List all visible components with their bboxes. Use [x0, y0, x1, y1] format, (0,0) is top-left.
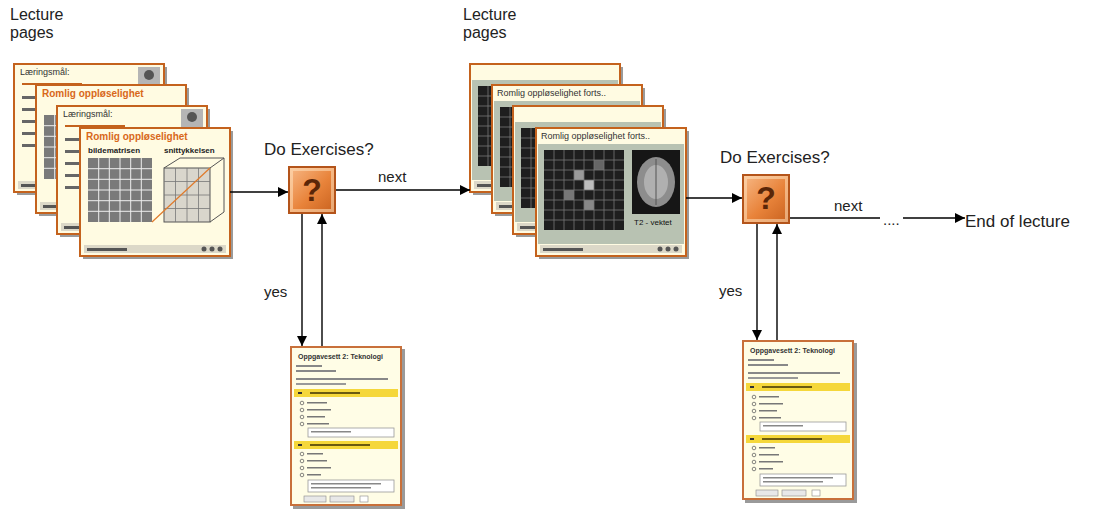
page-text: Romlig oppløselighet: [86, 131, 188, 142]
end-node: End of lecture: [965, 210, 1076, 234]
end-label: End of lecture: [965, 210, 1076, 234]
exercise-page: [742, 340, 857, 503]
page-title: Oppgavesett 2: Teknologi: [750, 347, 835, 354]
page-text: Romlig oppløselighet forts..: [497, 88, 606, 98]
page-text: Læringsmål:: [63, 109, 113, 119]
edge-label: next: [376, 168, 408, 185]
edge-label: yes: [717, 282, 744, 299]
page-text: Romlig oppløselighet forts..: [541, 131, 650, 141]
node-heading: Do Exercises?: [264, 140, 374, 160]
edge-label: next: [832, 197, 864, 214]
flow-arrow: [790, 217, 965, 218]
node-heading: Do Exercises?: [720, 148, 830, 168]
question-mark: ?: [290, 168, 334, 212]
flow-arrow: [776, 224, 777, 340]
decision-box: Do Exercises??: [288, 166, 336, 214]
node-heading: Lecture pages: [463, 6, 537, 43]
question-mark: ?: [744, 176, 788, 220]
exercise-page: [290, 346, 405, 509]
exercise-page: Oppgavesett 2: Teknologi: [290, 346, 402, 506]
decision-box: Do Exercises??: [742, 174, 790, 224]
lecture-stack: [14, 64, 233, 259]
flow-arrow: [686, 197, 742, 198]
flow-arrow: [321, 214, 322, 346]
page-text: snittykkelsen: [164, 146, 215, 155]
flow-arrow: [336, 189, 470, 190]
page-text: T2 - vektet: [634, 218, 672, 227]
node-heading: Lecture pages: [10, 6, 84, 43]
exercise-page: Oppgavesett 2: Teknologi: [742, 340, 854, 500]
lecture-stack: [470, 64, 689, 259]
page-title: Oppgavesett 2: Teknologi: [298, 353, 383, 360]
page-text: bildematrisen: [88, 146, 140, 155]
flow-arrow: [230, 191, 288, 192]
page-text: Romlig oppløselighet: [42, 88, 144, 99]
page-text: Læringsmål:: [20, 67, 70, 77]
continuation-dots: ....: [880, 211, 903, 228]
flow-arrow: [301, 214, 302, 346]
flow-arrow: [756, 224, 757, 340]
edge-label: yes: [262, 283, 289, 300]
